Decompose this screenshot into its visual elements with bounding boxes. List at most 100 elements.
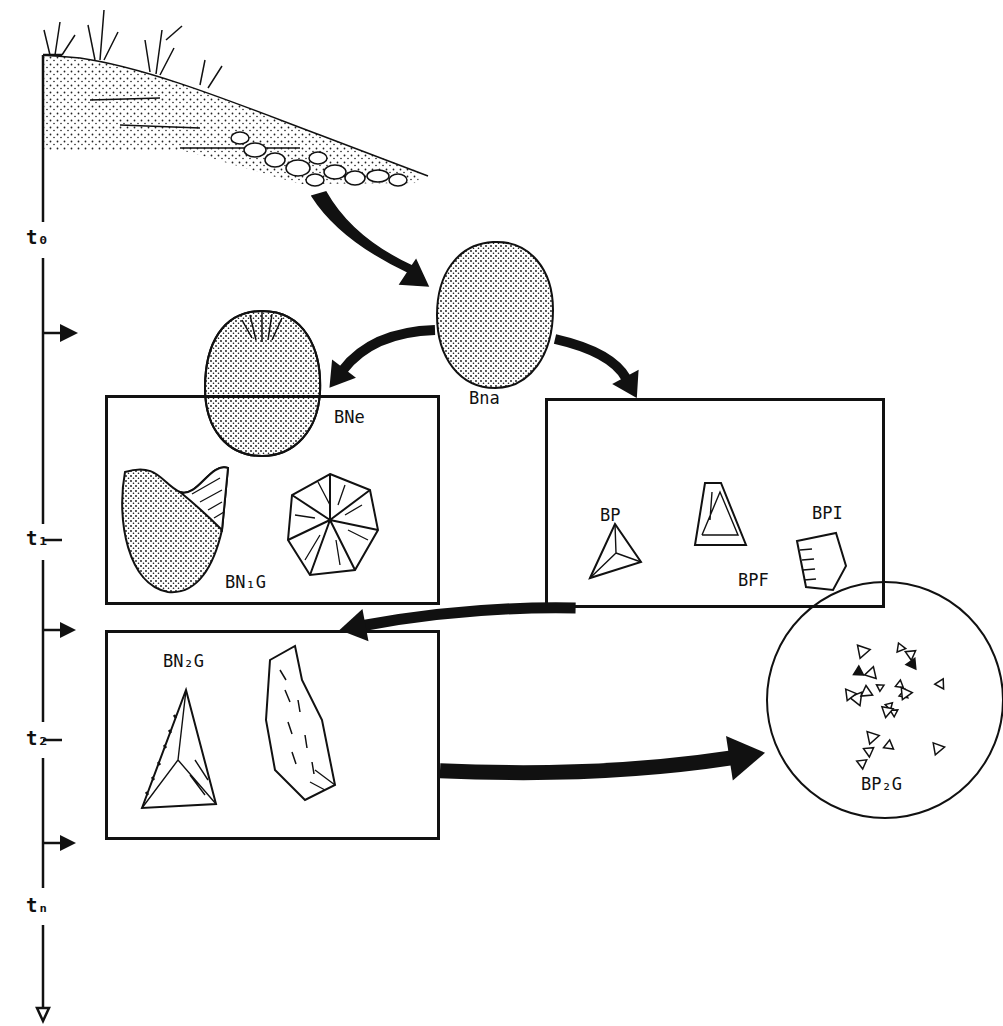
retouched-tool bbox=[142, 690, 216, 808]
time-axis bbox=[42, 55, 45, 222]
gravel-slope bbox=[244, 143, 266, 157]
blade-tool bbox=[310, 770, 335, 790]
gravel-slope bbox=[120, 125, 200, 128]
gravel-slope bbox=[44, 55, 428, 176]
flake-bp bbox=[590, 524, 641, 578]
chip bbox=[877, 685, 885, 692]
time-tick-arrow bbox=[60, 324, 78, 342]
gravel-slope bbox=[88, 10, 118, 60]
arrow-shaft bbox=[343, 330, 435, 370]
gravel-slope bbox=[231, 132, 407, 186]
arrow-head bbox=[726, 736, 765, 780]
chip bbox=[906, 658, 916, 669]
cobble-bne bbox=[205, 311, 320, 456]
chip bbox=[854, 666, 864, 675]
retouched-tool bbox=[142, 690, 216, 808]
node-label: BN₂G bbox=[163, 651, 204, 671]
arrow-head bbox=[329, 359, 355, 387]
discoid-core bbox=[288, 474, 378, 575]
time-label: tₙ bbox=[26, 894, 49, 916]
flake-bpi bbox=[800, 549, 816, 580]
flake-bpi bbox=[797, 533, 846, 590]
flake-bpf bbox=[695, 483, 746, 545]
cobble-node: Bna bbox=[435, 240, 555, 390]
node-label: BP₂G bbox=[861, 774, 902, 794]
flake-bpf bbox=[702, 492, 738, 535]
retouched-tool bbox=[142, 690, 216, 808]
chip bbox=[895, 680, 903, 687]
blade-tool bbox=[266, 646, 335, 800]
debris-chips bbox=[846, 643, 945, 769]
gravel-slope bbox=[44, 10, 222, 88]
flow-arrow bbox=[555, 339, 639, 398]
node-label: BN₁G bbox=[225, 572, 266, 592]
gravel-slope bbox=[44, 55, 420, 184]
gravel-slope bbox=[309, 152, 327, 164]
chip bbox=[935, 679, 944, 689]
cobble-outline bbox=[435, 240, 555, 390]
time-axis bbox=[37, 1008, 49, 1021]
time-axis bbox=[42, 560, 45, 722]
gravel-slope bbox=[286, 160, 310, 176]
retouched-tool bbox=[146, 715, 176, 795]
chip bbox=[933, 743, 944, 755]
blade-tool bbox=[266, 646, 335, 800]
chopper-tool bbox=[122, 467, 228, 592]
chip bbox=[864, 748, 874, 757]
group-box: BNeBN₁G bbox=[105, 395, 440, 605]
node-label: BNe bbox=[334, 407, 365, 427]
arrow-shaft bbox=[440, 758, 731, 773]
group-box: BP BPF BPI bbox=[545, 398, 885, 608]
time-label: t₀ bbox=[26, 226, 49, 248]
flake-bpi bbox=[797, 533, 846, 590]
node-label: BPI bbox=[812, 503, 843, 523]
blade-tool bbox=[280, 670, 314, 774]
cobble-bne bbox=[242, 312, 282, 342]
time-axis bbox=[42, 258, 45, 524]
flake-bp bbox=[590, 524, 641, 578]
time-axis bbox=[42, 758, 45, 888]
chip bbox=[867, 732, 879, 745]
arrow-shaft bbox=[555, 339, 626, 379]
cobble-stipple bbox=[437, 242, 553, 388]
chip bbox=[857, 760, 867, 769]
node-label: BPF bbox=[738, 570, 769, 590]
flake-bpf bbox=[695, 483, 746, 545]
gravel-slope bbox=[44, 22, 75, 55]
node-label: Bna bbox=[469, 388, 500, 408]
chopper-tool bbox=[122, 467, 228, 592]
chip bbox=[901, 688, 912, 700]
gravel-slope bbox=[367, 170, 389, 182]
flow-arrow bbox=[340, 608, 576, 642]
chip bbox=[865, 667, 877, 679]
arrow-head bbox=[340, 609, 369, 641]
chip bbox=[861, 686, 873, 697]
time-axis bbox=[43, 842, 62, 845]
gravel-slope bbox=[265, 153, 285, 167]
gravel-slope bbox=[200, 60, 222, 88]
gravel-slope bbox=[389, 174, 407, 186]
chopper-tool bbox=[192, 478, 224, 518]
time-axis bbox=[43, 332, 62, 335]
chip bbox=[897, 643, 906, 652]
cobble-bne bbox=[205, 311, 320, 456]
cobble-bne bbox=[205, 311, 320, 456]
circle-border bbox=[767, 582, 1003, 818]
gravel-slope bbox=[180, 147, 300, 149]
discoid-core bbox=[288, 474, 378, 575]
gravel-slope bbox=[312, 192, 428, 286]
flow-arrow bbox=[440, 736, 765, 780]
time-label: t₂ bbox=[26, 727, 49, 749]
discoid-core bbox=[288, 474, 378, 575]
chopper-tool bbox=[180, 467, 228, 530]
gravel-slope bbox=[90, 98, 160, 100]
flow-arrow bbox=[329, 330, 435, 388]
node-label: BP bbox=[600, 505, 620, 525]
debris-circle: BP₂G bbox=[765, 580, 1003, 820]
time-axis bbox=[42, 925, 45, 1008]
time-tick-arrow bbox=[60, 835, 76, 851]
time-axis bbox=[43, 629, 62, 632]
